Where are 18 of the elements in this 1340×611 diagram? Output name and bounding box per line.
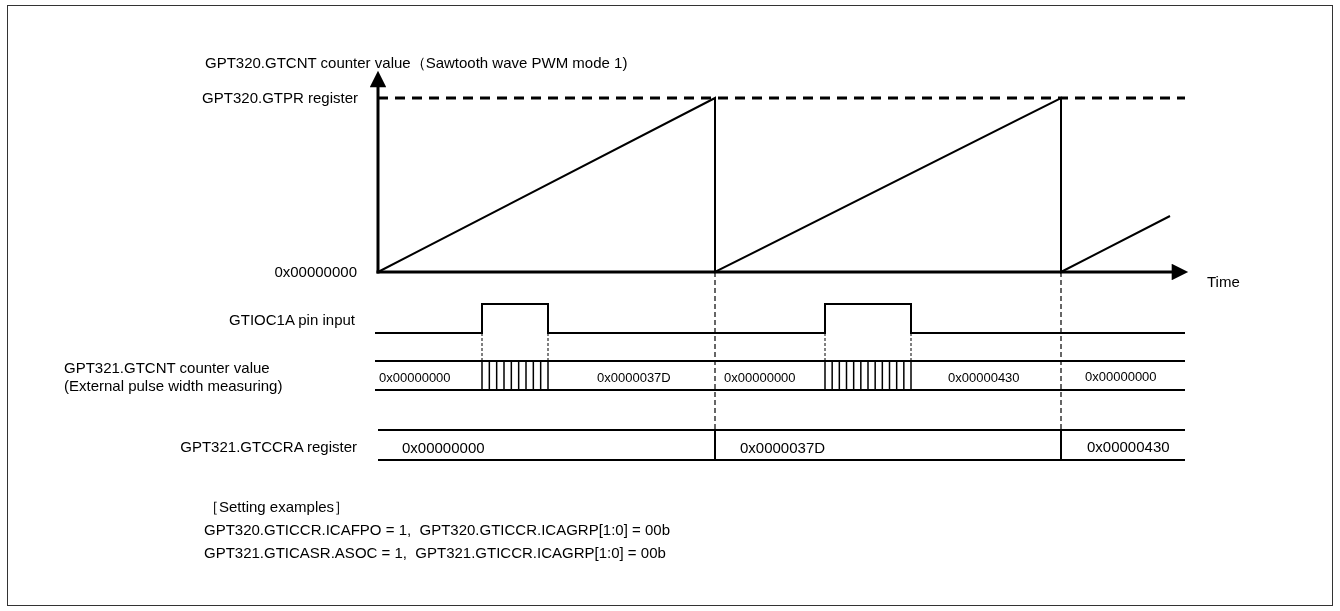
signal-name: GTIOC1A pin input <box>229 311 355 329</box>
axis-label: Time <box>1207 273 1240 291</box>
note-heading: ［Setting examples］ <box>204 498 350 516</box>
axis-label: GPT320.GTCNT counter value（Sawtooth wave PWM mode 1) <box>205 54 628 72</box>
signal-name: GPT321.GTCCRA register <box>180 438 357 456</box>
axis-label: 0x00000000 <box>274 263 357 281</box>
setting-note: GPT320.GTICCR.ICAFPO = 1, GPT320.GTICCR.ICAGRP[1:0] = 00b <box>204 521 670 539</box>
value-label: 0x0000037D <box>740 439 826 457</box>
axis-label: GPT320.GTPR register <box>202 89 358 107</box>
value-label: 0x0000037D <box>597 370 671 386</box>
value-label: 0x00000430 <box>1087 438 1170 456</box>
value-label: 0x00000000 <box>379 370 451 386</box>
value-label: 0x00000000 <box>1085 369 1157 385</box>
value-label: 0x00000000 <box>724 370 796 386</box>
signal-name: GPT321.GTCNT counter value (External pulse width measuring) <box>64 359 284 395</box>
value-label: 0x00000000 <box>402 439 485 457</box>
value-label: 0x00000430 <box>948 370 1020 386</box>
setting-note: GPT321.GTICASR.ASOC = 1, GPT321.GTICCR.ICAGRP[1:0] = 00b <box>204 544 666 562</box>
